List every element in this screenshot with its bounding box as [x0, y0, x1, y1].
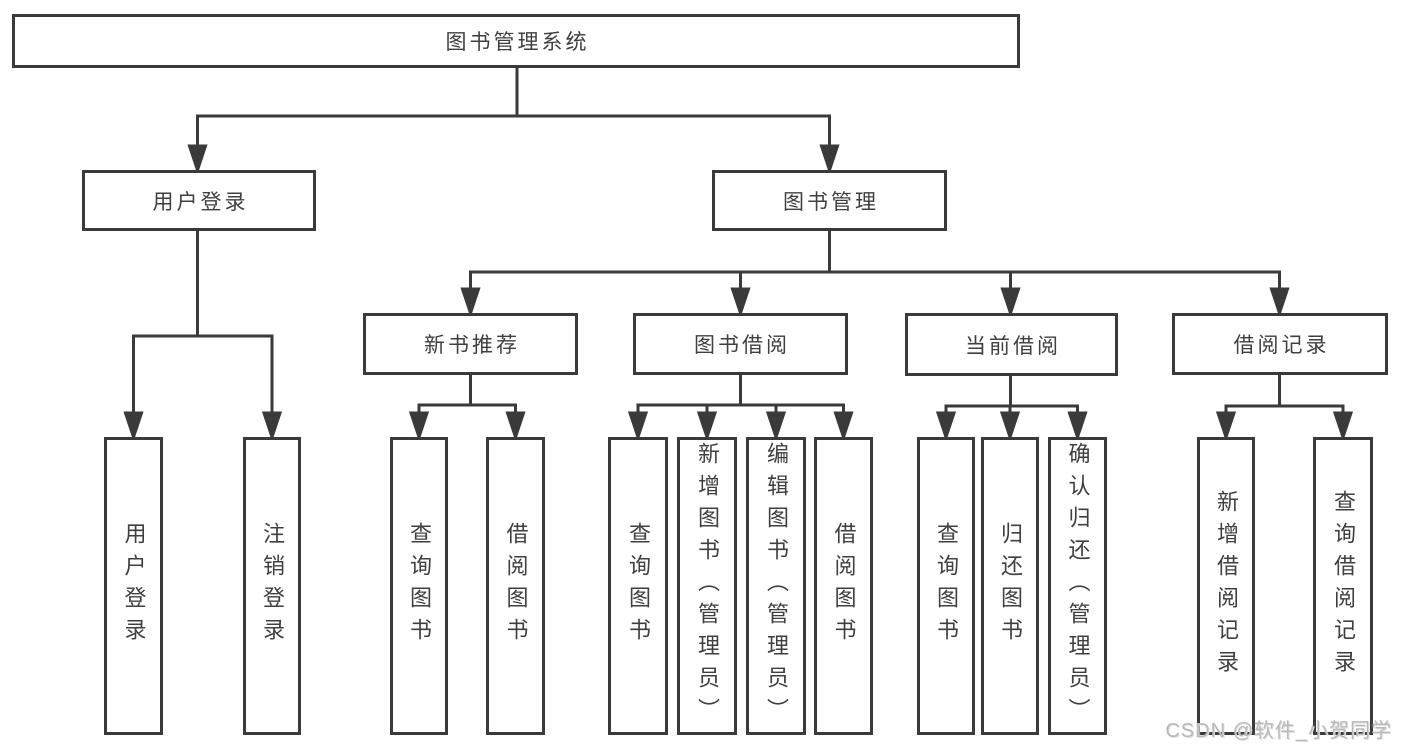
node-new-book-recommend: 新书推荐	[363, 313, 578, 375]
leaf-borrow-books-recommend: 借阅图书	[486, 437, 545, 735]
leaf-query-books-current: 查询图书	[917, 437, 975, 735]
leaf-borrow-books: 借阅图书	[814, 437, 873, 735]
node-label: 当前借阅	[965, 334, 1061, 358]
connector-book-management-children	[460, 230, 1290, 318]
node-label: 图书管理	[783, 190, 879, 214]
node-label: 注销登录	[260, 522, 285, 650]
node-book-borrow: 图书借阅	[633, 313, 848, 375]
node-label: 用户登录	[152, 190, 249, 214]
node-label: 查询借阅记录	[1331, 490, 1356, 682]
node-label: 新书推荐	[424, 334, 520, 357]
leaf-add-borrow-record: 新增借阅记录	[1197, 437, 1255, 735]
connector-user-login-children	[123, 230, 283, 442]
node-label: 新增图书（管理员）	[695, 442, 720, 730]
leaf-query-borrow-record: 查询借阅记录	[1313, 437, 1373, 735]
leaf-confirm-return-admin: 确认归还（管理员）	[1048, 437, 1107, 735]
node-borrow-records: 借阅记录	[1172, 313, 1388, 375]
node-label: 借阅图书	[831, 522, 857, 650]
node-library-management-system: 图书管理系统	[12, 14, 1020, 68]
node-label: 编辑图书（管理员）	[764, 442, 789, 730]
node-label: 图书管理系统	[445, 31, 590, 54]
leaf-logout: 注销登录	[243, 437, 301, 735]
node-label: 查询图书	[626, 522, 651, 650]
leaf-edit-book-admin: 编辑图书（管理员）	[746, 437, 806, 735]
node-label: 归还图书	[998, 522, 1023, 650]
leaf-user-login: 用户登录	[104, 437, 163, 735]
node-label: 图书借阅	[694, 334, 790, 357]
leaf-add-book-admin: 新增图书（管理员）	[677, 437, 737, 735]
node-label: 查询图书	[934, 522, 959, 650]
leaf-query-books-recommend: 查询图书	[390, 437, 448, 735]
leaf-return-book: 归还图书	[981, 437, 1039, 735]
node-label: 用户登录	[121, 522, 147, 650]
connector-root-to-level2	[187, 67, 840, 175]
node-user-login: 用户登录	[82, 170, 316, 231]
node-label: 借阅记录	[1233, 334, 1330, 357]
node-label: 查询图书	[407, 522, 432, 650]
connector-new-book-children	[408, 374, 526, 442]
node-current-borrow: 当前借阅	[905, 313, 1118, 376]
node-label: 借阅图书	[503, 522, 529, 650]
connector-book-borrow-children	[627, 374, 854, 442]
node-book-management: 图书管理	[712, 170, 947, 231]
connector-current-borrow-children	[935, 375, 1088, 442]
node-label: 新增借阅记录	[1214, 490, 1239, 682]
leaf-query-books-borrow: 查询图书	[608, 437, 668, 735]
connector-borrow-record-children	[1215, 375, 1354, 442]
node-label: 确认归还（管理员）	[1065, 442, 1091, 730]
csdn-watermark: CSDN @软件_小贺同学	[1165, 720, 1392, 742]
